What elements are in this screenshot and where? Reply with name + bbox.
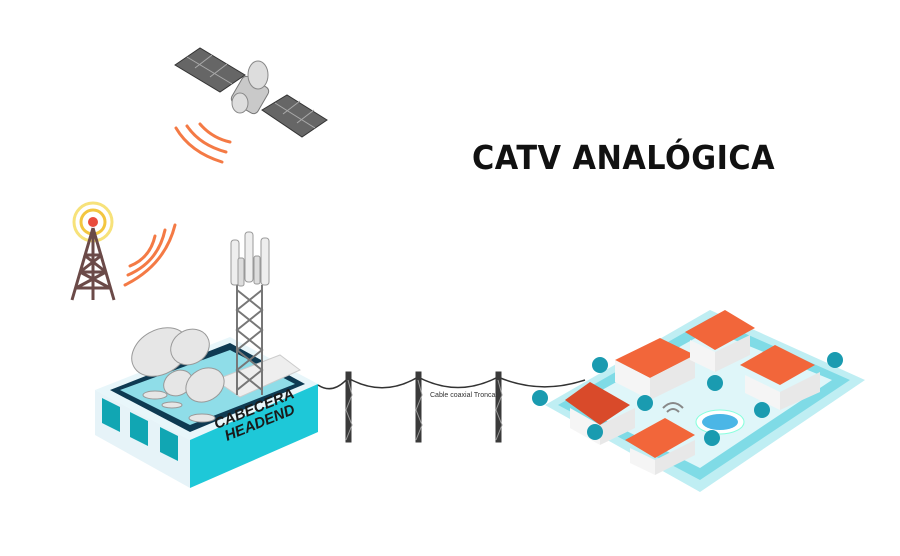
broadcast-tower-icon	[70, 201, 116, 301]
coaxial-trunk-cable	[317, 376, 586, 390]
house	[615, 338, 695, 400]
page-title: CATV ANALÓGICA	[472, 138, 776, 177]
utility-pole	[415, 371, 423, 443]
satellite-dishes-icon	[131, 327, 225, 423]
residential-town	[532, 310, 865, 492]
satellite-icon	[174, 47, 328, 138]
utility-poles	[345, 371, 503, 443]
house	[685, 310, 755, 372]
house	[625, 418, 695, 475]
cell-tower-icon	[230, 231, 270, 395]
tower-signal-waves-icon	[123, 223, 177, 287]
trees	[532, 352, 843, 446]
cable-label: Cable coaxial Troncal	[430, 392, 497, 399]
satellite-signal-waves-icon	[174, 122, 232, 164]
utility-pole	[495, 371, 503, 443]
shop	[740, 345, 820, 410]
utility-pole	[345, 371, 353, 443]
wifi-icon	[662, 402, 684, 413]
